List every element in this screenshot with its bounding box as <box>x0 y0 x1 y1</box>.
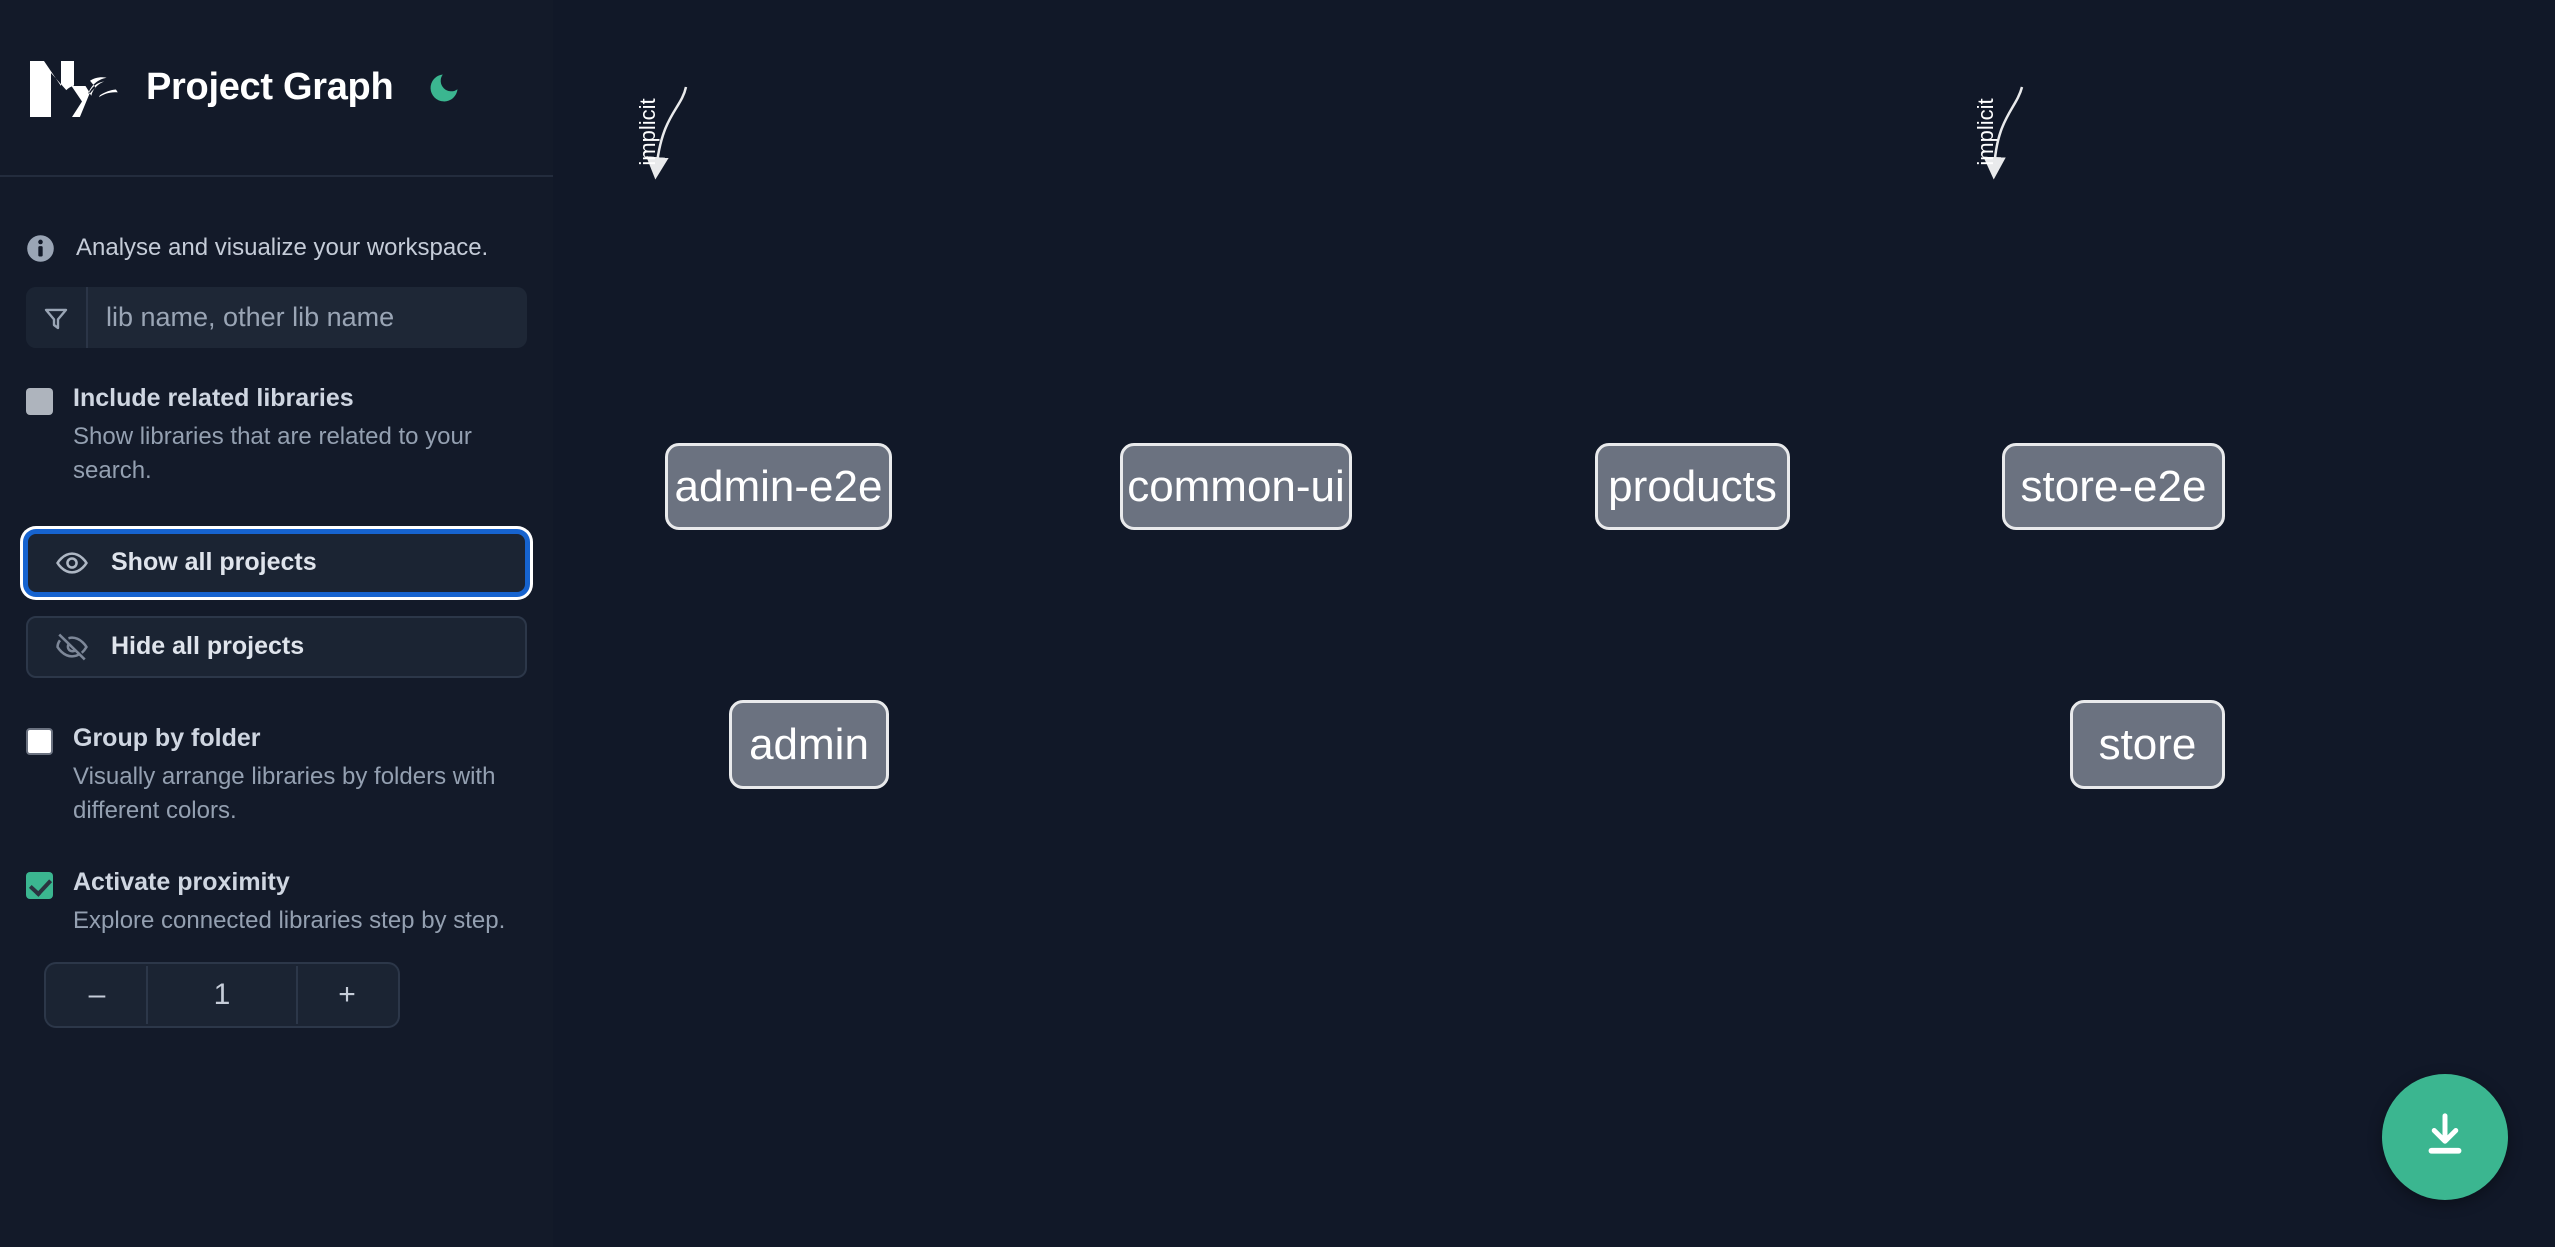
option-description: Visually arrange libraries by folders wi… <box>73 762 496 824</box>
search-filter[interactable] <box>26 287 527 348</box>
nx-logo-icon <box>26 55 118 121</box>
proximity-stepper[interactable]: – 1 + <box>46 963 398 1026</box>
checkbox-include-related-libraries[interactable] <box>26 388 53 415</box>
sidebar: Project Graph Analyse and visualize your… <box>0 0 573 1247</box>
option-activate-proximity[interactable]: Activate proximity Explore connected lib… <box>26 866 527 938</box>
info-icon <box>26 234 55 263</box>
option-description: Explore connected libraries step by step… <box>73 906 506 934</box>
workspace-description-text: Analyse and visualize your workspace. <box>76 234 489 261</box>
edge-label-implicit-admin: implicit <box>635 98 660 165</box>
funnel-icon <box>26 287 88 348</box>
graph-node-admin-e2e[interactable]: admin-e2e <box>665 443 892 530</box>
search-input[interactable] <box>88 287 527 348</box>
graph-node-store[interactable]: store <box>2070 700 2225 789</box>
stepper-decrement-button[interactable]: – <box>48 965 148 1024</box>
node-label: products <box>1608 461 1777 511</box>
stepper-value: 1 <box>213 977 231 1011</box>
node-label: common-ui <box>1127 461 1345 511</box>
show-all-projects-label: Show all projects <box>111 548 317 577</box>
hide-all-projects-button[interactable]: Hide all projects <box>26 615 527 678</box>
option-include-related-libraries[interactable]: Include related libraries Show libraries… <box>26 382 527 488</box>
option-group-by-folder[interactable]: Group by folder Visually arrange librari… <box>26 722 527 828</box>
show-all-projects-button[interactable]: Show all projects <box>26 531 527 594</box>
download-icon <box>2418 1108 2472 1167</box>
option-label: Include related libraries <box>73 384 354 412</box>
edge-label-implicit-store: implicit <box>1973 98 1998 165</box>
graph-node-admin[interactable]: admin <box>729 700 889 789</box>
eye-icon <box>55 546 89 580</box>
node-label: admin <box>749 719 869 769</box>
graph-canvas[interactable]: implicit implicit admin-e2e common-ui pr… <box>553 0 2555 1247</box>
workspace-description: Analyse and visualize your workspace. <box>0 177 553 287</box>
option-label: Activate proximity <box>73 867 290 896</box>
graph-node-store-e2e[interactable]: store-e2e <box>2002 443 2225 530</box>
sidebar-body: Include related libraries Show libraries… <box>0 287 553 1026</box>
checkbox-activate-proximity[interactable] <box>26 871 53 899</box>
edge-store-e2e-to-store <box>1983 86 2024 180</box>
node-label: store <box>2098 719 2197 769</box>
edge-admin-e2e-to-admin <box>646 86 688 180</box>
eye-slash-icon <box>55 630 89 664</box>
node-label: admin-e2e <box>674 461 883 511</box>
node-label: store-e2e <box>2020 461 2207 511</box>
download-graph-button[interactable] <box>2382 1074 2508 1200</box>
option-description: Show libraries that are related to your … <box>73 422 472 484</box>
graph-edges: implicit implicit <box>635 86 2024 180</box>
option-label: Group by folder <box>73 723 261 752</box>
graph-node-common-ui[interactable]: common-ui <box>1120 443 1352 530</box>
stepper-increment-button[interactable]: + <box>296 965 396 1024</box>
hide-all-projects-label: Hide all projects <box>111 632 305 661</box>
checkbox-group-by-folder[interactable] <box>26 727 53 755</box>
page-title: Project Graph <box>146 66 394 108</box>
moon-icon[interactable] <box>423 67 465 109</box>
graph-node-products[interactable]: products <box>1595 443 1790 530</box>
sidebar-header: Project Graph <box>0 0 553 177</box>
